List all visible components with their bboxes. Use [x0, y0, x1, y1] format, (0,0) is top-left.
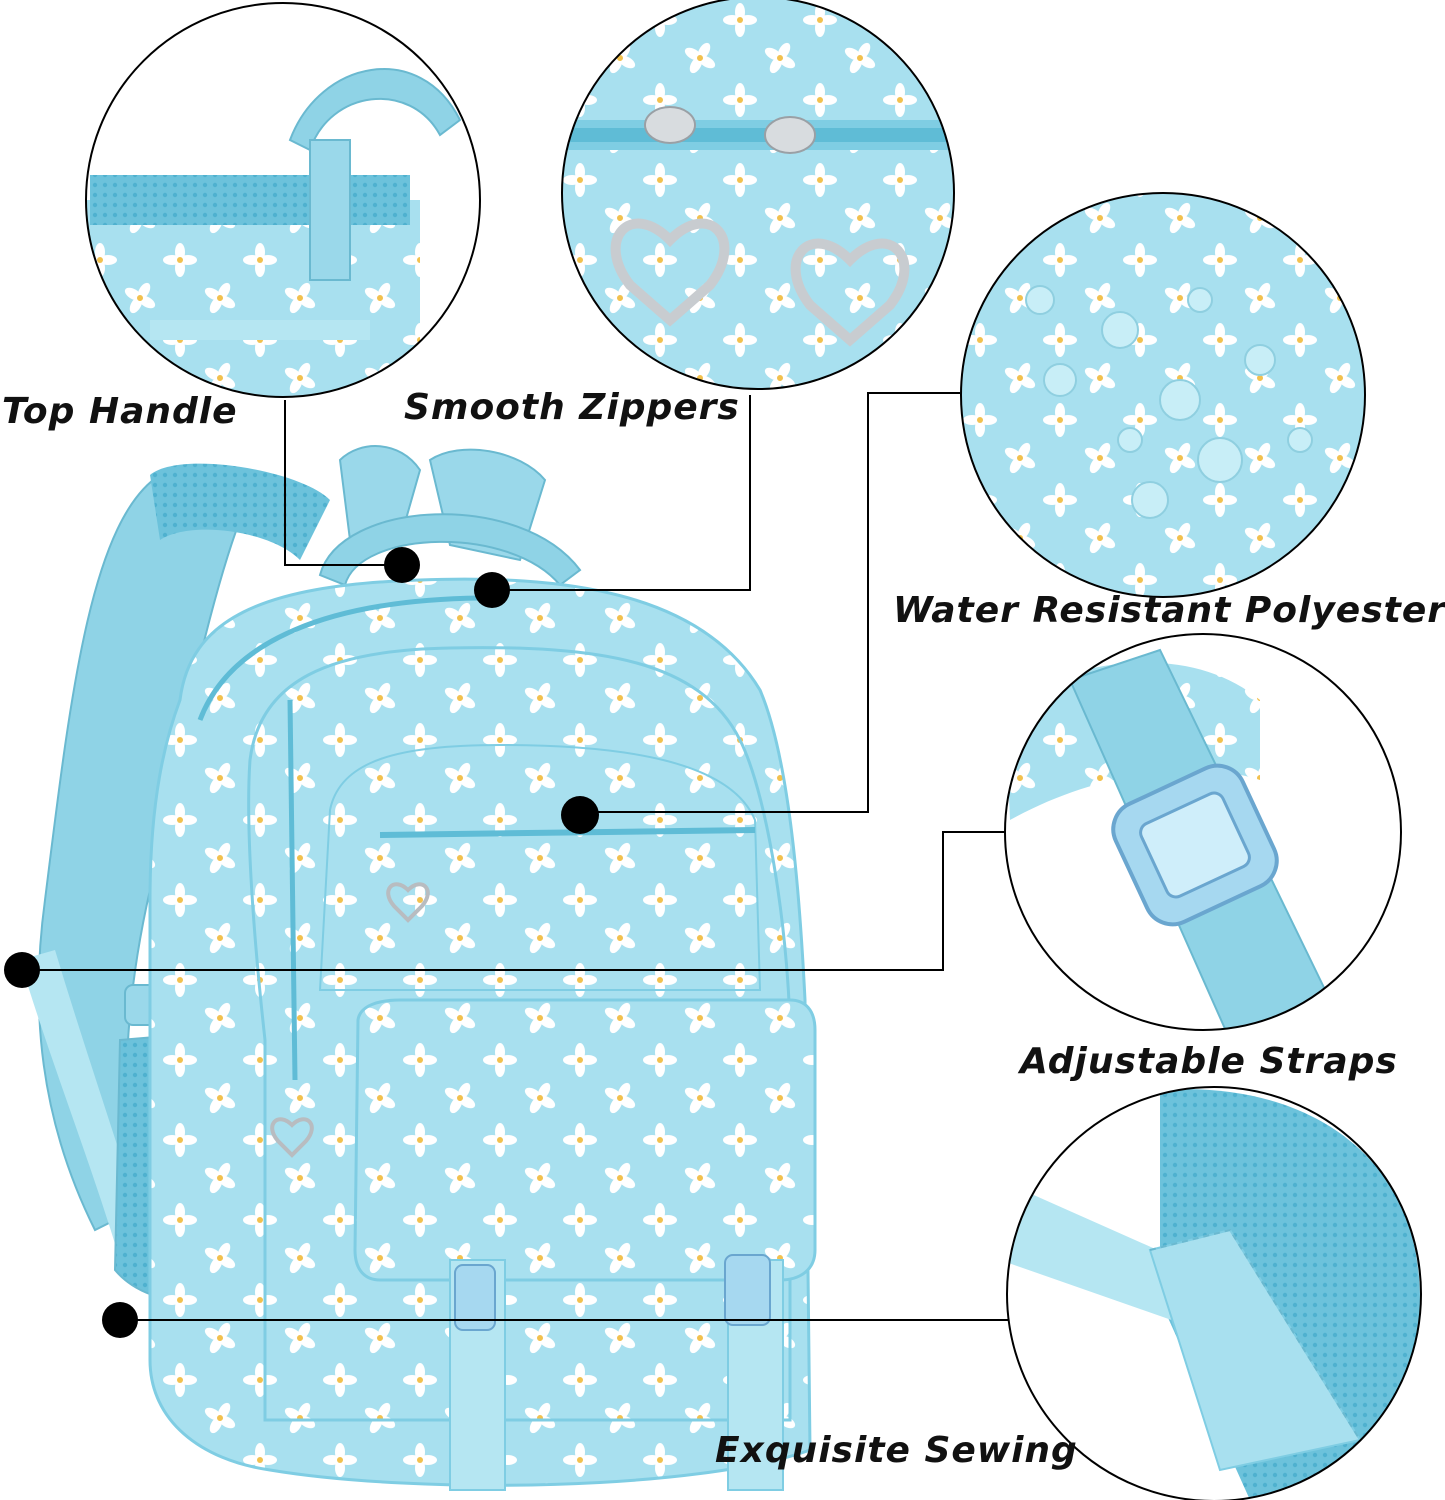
detail-top-handle	[85, 2, 481, 398]
front-buckle-left	[454, 1264, 496, 1331]
detail-sewing	[1006, 1086, 1422, 1500]
dot-straps	[4, 952, 40, 988]
line-straps	[22, 831, 1005, 971]
side-zipper	[287, 699, 298, 1081]
line-zippers	[492, 395, 751, 591]
detail-water-resistant	[960, 192, 1366, 598]
dot-top-handle	[384, 547, 420, 583]
detail-zippers	[561, 0, 955, 390]
heart-zipper-icon	[610, 218, 730, 327]
buckle-icon	[1111, 763, 1279, 927]
line-water	[580, 392, 960, 813]
heart-zipper-puller-side	[270, 1117, 314, 1158]
backpack	[20, 445, 817, 1491]
main-zipper	[197, 595, 481, 721]
front-flap	[353, 998, 817, 1282]
dot-sewing	[102, 1302, 138, 1338]
callout-dots	[4, 547, 599, 1338]
dot-zippers	[474, 572, 510, 608]
heart-zipper-puller	[386, 882, 430, 923]
detail-adjustable-straps	[1004, 633, 1402, 1031]
front-pocket-zipper	[379, 827, 756, 838]
label-smooth-zippers: Smooth Zippers	[404, 387, 740, 428]
label-top-handle: Top Handle	[2, 391, 238, 432]
callout-lines	[22, 392, 1008, 1321]
front-buckle-right	[724, 1254, 771, 1326]
label-exquisite-sewing: Exquisite Sewing	[715, 1430, 1078, 1471]
label-water-resistant: Water Resistant Polyester	[893, 590, 1445, 631]
label-adjustable-straps: Adjustable Straps	[1020, 1041, 1398, 1082]
front-pocket	[318, 743, 762, 991]
line-top-handle	[284, 400, 402, 566]
top-handle	[318, 513, 582, 587]
top-strap-loop-left	[338, 445, 422, 541]
dot-water	[561, 796, 599, 834]
